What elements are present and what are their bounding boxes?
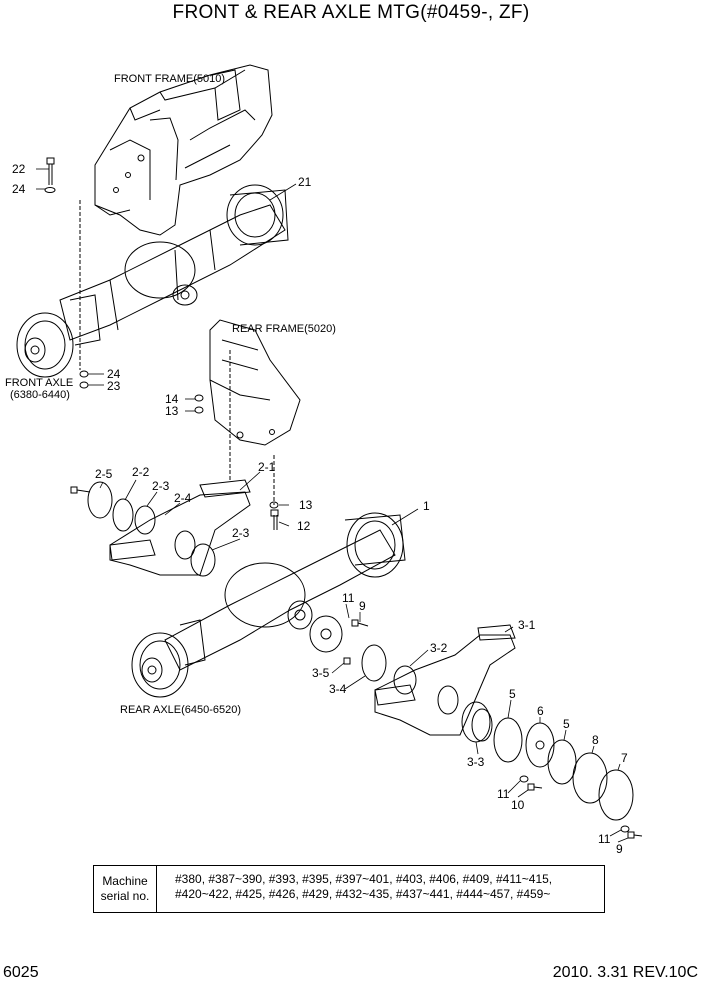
callout-23: 23: [107, 379, 121, 393]
front-axle-label: FRONT AXLE: [5, 377, 74, 389]
rear-axle-drawing: [131, 512, 406, 698]
callout-13: 13: [165, 404, 179, 418]
front-frame-label: FRONT FRAME(5010): [114, 73, 226, 85]
bolt-22-drawing: [44, 157, 56, 193]
front-axle-range-label: (6380-6440): [10, 389, 70, 401]
rear-frame-label: REAR FRAME(5020): [232, 323, 336, 335]
callout-8: 8: [592, 733, 599, 747]
front-frame-drawing: [94, 64, 273, 236]
callout-2-4: 2-4: [174, 491, 192, 505]
callout-21: 21: [298, 175, 312, 189]
callout-5: 5: [509, 687, 516, 701]
callout-24: 24: [12, 182, 26, 196]
callout-6: 6: [537, 704, 544, 718]
serial-label-line1: Machine: [102, 874, 148, 888]
callout-3-5: 3-5: [312, 666, 330, 680]
callout-3-2: 3-2: [430, 641, 448, 655]
callout-5: 5: [563, 717, 570, 731]
callout-10: 10: [511, 798, 525, 812]
serial-number-table: Machine serial no. #380, #387~390, #393,…: [93, 865, 605, 913]
serial-label-line2: serial no.: [100, 889, 150, 903]
callout-2-5: 2-5: [95, 467, 113, 481]
callout-9: 9: [616, 842, 623, 856]
callout-7: 7: [621, 751, 628, 765]
serial-values-cell: #380, #387~390, #393, #395, #397~401, #4…: [157, 866, 604, 912]
callout-2-3: 2-3: [152, 479, 170, 493]
rear-axle-label: REAR AXLE(6450-6520): [120, 704, 242, 716]
serial-values-line1: #380, #387~390, #393, #395, #397~401, #4…: [175, 872, 553, 886]
front-axle-drawing: [16, 184, 289, 378]
callout-22: 22: [12, 162, 26, 176]
bracket-3-1-drawing: [374, 624, 516, 736]
serial-label-cell: Machine serial no.: [94, 866, 157, 912]
callout-11: 11: [342, 591, 355, 605]
callout-3-3: 3-3: [467, 755, 485, 769]
page-number: 6025: [3, 964, 39, 981]
callout-2-3: 2-3: [232, 526, 250, 540]
page-title: FRONT & REAR AXLE MTG(#0459-, ZF): [172, 2, 530, 23]
callout-9: 9: [359, 599, 366, 613]
bracket-2-1-drawing: [109, 479, 251, 576]
serial-values-line2: #420~422, #425, #426, #429, #432~435, #4…: [175, 887, 551, 901]
callout-24: 24: [107, 367, 121, 381]
callout-3-1: 3-1: [518, 618, 536, 632]
revision-date: 2010. 3.31 REV.10C: [552, 964, 698, 981]
callout-3-4: 3-4: [329, 682, 347, 696]
callout-13: 13: [299, 498, 313, 512]
callout-14: 14: [165, 392, 179, 406]
callout-12: 12: [297, 519, 311, 533]
rear-frame-drawing: [209, 319, 301, 446]
callout-2-1: 2-1: [258, 460, 276, 474]
callout-11: 11: [598, 832, 611, 846]
callout-2-2: 2-2: [132, 465, 150, 479]
callout-11: 11: [497, 787, 510, 801]
callout-1: 1: [423, 499, 430, 513]
